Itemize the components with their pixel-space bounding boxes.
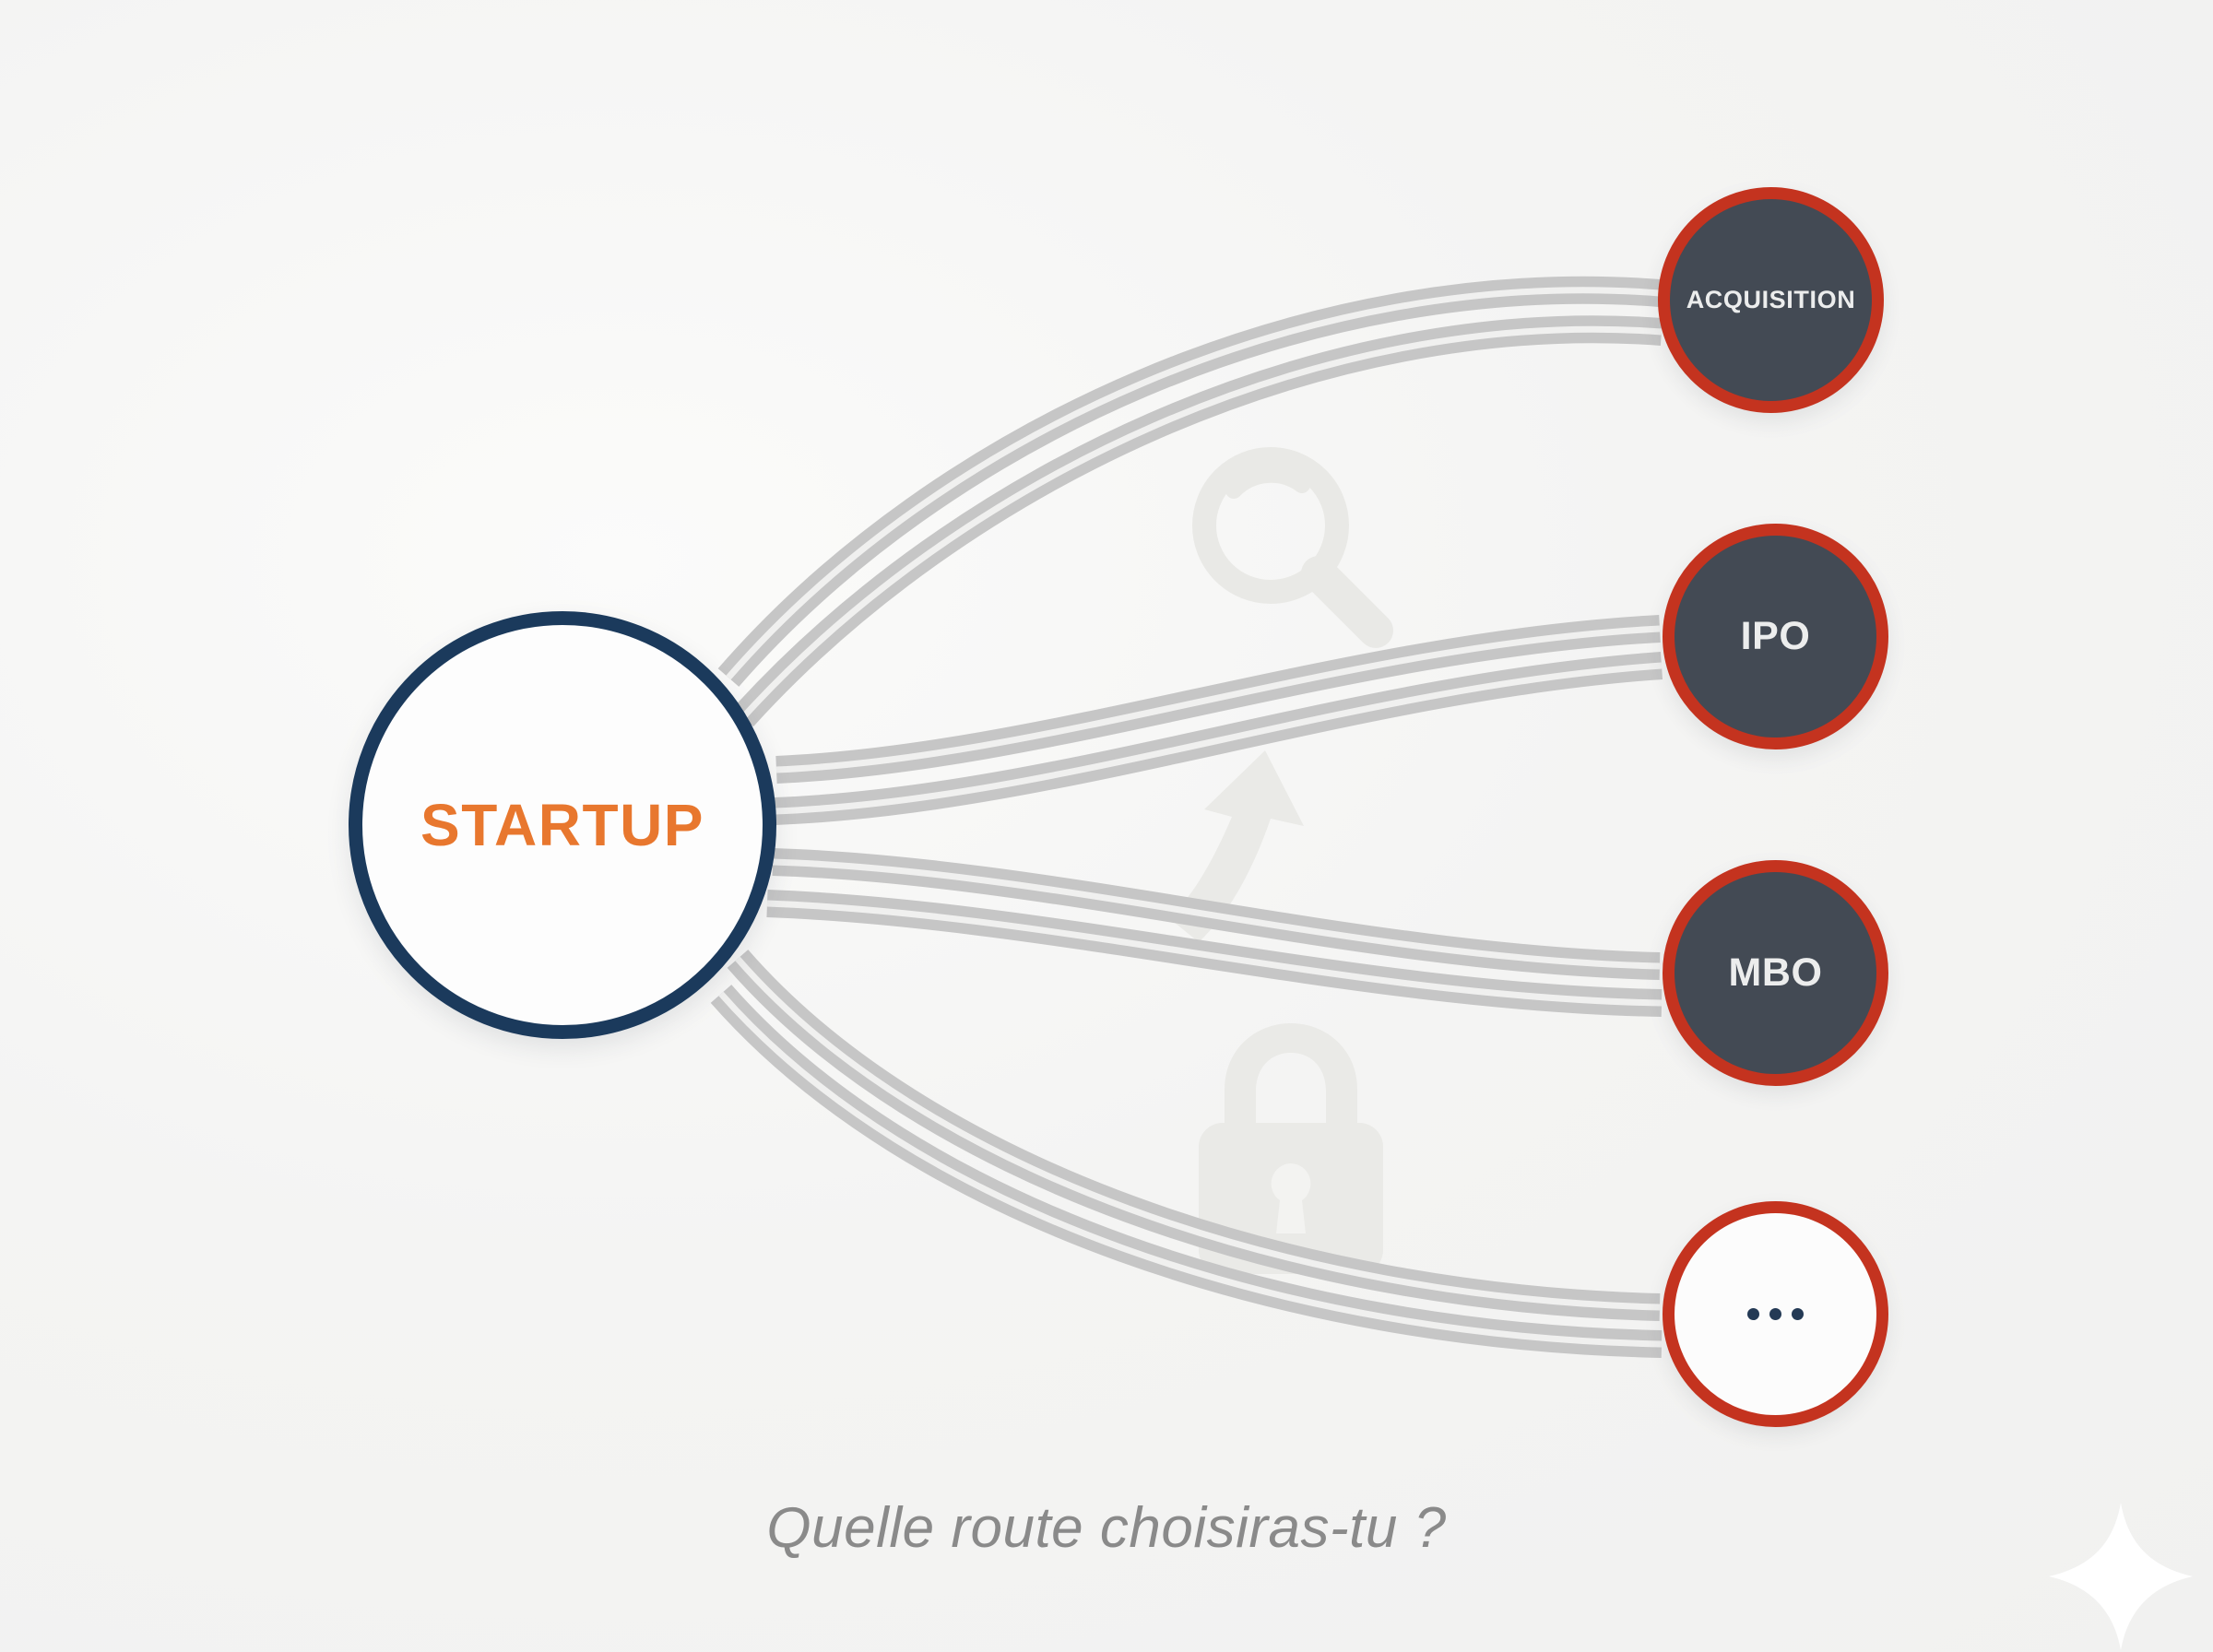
node-startup[interactable]: STARTUP — [349, 611, 776, 1039]
node-acquisition[interactable]: ACQUISITION — [1658, 187, 1884, 413]
node-mbo-label: MBO — [1728, 950, 1823, 995]
node-startup-label: STARTUP — [420, 792, 704, 858]
node-acquisition-label: ACQUISITION — [1686, 286, 1856, 313]
ellipsis-dot — [1747, 1308, 1759, 1320]
node-mbo[interactable]: MBO — [1663, 860, 1888, 1086]
connector-startup-mbo — [766, 848, 1663, 1017]
caption-text: Quelle route choisiras-tu ? — [766, 1496, 1447, 1560]
ellipsis-icon — [1747, 1308, 1804, 1320]
node-ipo[interactable]: IPO — [1663, 524, 1888, 749]
ellipsis-dot — [1769, 1308, 1781, 1320]
connector-startup-ipo — [774, 615, 1663, 825]
node-more-options[interactable] — [1663, 1201, 1888, 1427]
connector-startup-more — [710, 950, 1663, 1358]
node-ipo-label: IPO — [1740, 614, 1811, 658]
ellipsis-dot — [1792, 1308, 1804, 1320]
